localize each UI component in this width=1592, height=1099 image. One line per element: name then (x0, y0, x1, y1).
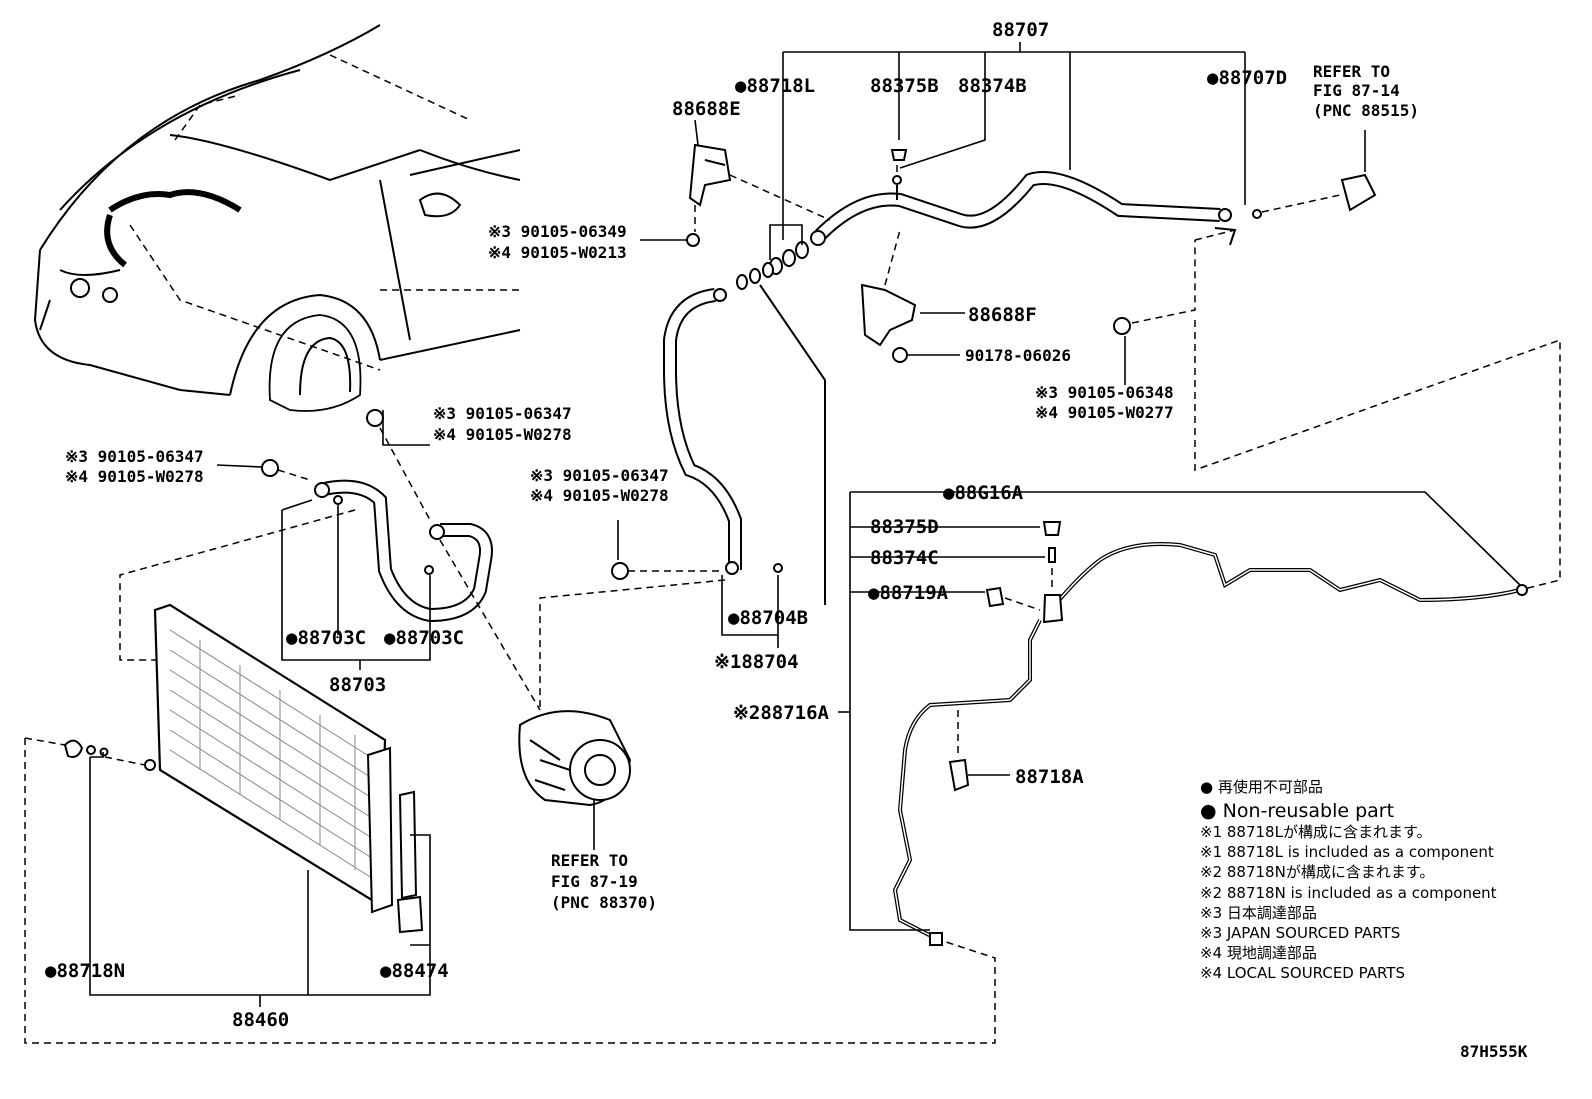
hose-88704 (539, 284, 826, 712)
label-88375B: 88375B (870, 75, 939, 97)
label-88707: 88707 (992, 19, 1049, 41)
label-88703C-a: ●88703C (286, 627, 366, 649)
label-88718L: ●88718L (735, 75, 815, 97)
part-labels: 88707 ●88718L 88375B 88374B ●88707D REFE… (45, 19, 1528, 1061)
label-bolt-90105-W0278-a: ※4 90105-W0278 (433, 425, 572, 444)
label-bolt-90105-W0213: ※4 90105-W0213 (488, 243, 627, 262)
refer-fig-87-14-line2: FIG 87-14 (1313, 81, 1400, 100)
leader-lines (89, 42, 1521, 1007)
refer-fig-87-19-line2: FIG 87-19 (551, 872, 638, 891)
label-88719A: ●88719A (868, 582, 949, 604)
legend-line: ※1 88718Lが構成に含まれます。 (1200, 823, 1431, 841)
label-bolt-90105-W0278-b: ※4 90105-W0278 (65, 467, 204, 486)
bracket-88688F (860, 165, 917, 363)
fittings-88718N (63, 739, 109, 758)
legend: ● 再使用不可部品 ● Non-reusable part ※1 88718Lが… (1200, 778, 1497, 982)
refer-fig-87-19-line3: (PNC 88370) (551, 893, 657, 912)
label-88374C: 88374C (870, 547, 939, 569)
bolt-right (1113, 229, 1236, 335)
refer-fig-87-19-line1: REFER TO (551, 851, 628, 870)
label-88688E: 88688E (672, 98, 741, 120)
pipe-88716A (892, 521, 1528, 946)
label-bolt-90105-06348: ※3 90105-06348 (1035, 383, 1174, 402)
label-88375D: 88375D (870, 516, 939, 538)
legend-line: ※3 JAPAN SOURCED PARTS (1200, 924, 1400, 942)
label-bolt-90105-06347-c: ※3 90105-06347 (530, 466, 669, 485)
o-rings-upper (736, 241, 809, 290)
label-88G16A: ●88G16A (943, 482, 1024, 504)
legend-line: ※2 88718N is included as a component (1200, 884, 1497, 902)
label-bolt-90105-W0277: ※4 90105-W0277 (1035, 403, 1174, 422)
label-bolt-90105-06347-a: ※3 90105-06347 (433, 404, 572, 423)
label-88718A: 88718A (1015, 766, 1084, 788)
label-88704: ※188704 (714, 651, 799, 673)
label-90178-06026: 90178-06026 (965, 346, 1071, 365)
label-bolt-90105-W0278-c: ※4 90105-W0278 (530, 486, 669, 505)
legend-line: ● Non-reusable part (1200, 800, 1394, 822)
label-88474: ●88474 (380, 960, 449, 982)
refer-fig-87-14-line1: REFER TO (1313, 62, 1390, 81)
refer-fig-87-14-line3: (PNC 88515) (1313, 101, 1419, 120)
label-bolt-90105-06349: ※3 90105-06349 (488, 222, 627, 241)
label-88703C-b: ●88703C (384, 627, 464, 649)
label-88688F: 88688F (968, 304, 1037, 326)
legend-line: ● 再使用不可部品 (1200, 778, 1323, 796)
label-bolt-90105-06347-b: ※3 90105-06347 (65, 447, 204, 466)
legend-line: ※2 88718Nが構成に含まれます。 (1200, 863, 1434, 881)
label-88460: 88460 (232, 1009, 289, 1031)
compressor (518, 710, 632, 807)
legend-line: ※1 88718L is included as a component (1200, 843, 1494, 861)
bracket-88688E (686, 143, 831, 247)
vehicle-illustration (33, 24, 521, 412)
label-88703: 88703 (329, 674, 386, 696)
condenser (104, 603, 424, 934)
label-88716A: ※288716A (733, 702, 830, 724)
legend-line: ※4 現地調達部品 (1200, 944, 1317, 962)
label-88707D: ●88707D (1207, 67, 1287, 89)
label-88718N: ●88718N (45, 960, 125, 982)
legend-line: ※4 LOCAL SOURCED PARTS (1200, 964, 1405, 982)
label-88704B: ●88704B (728, 607, 808, 629)
hose-88707 (810, 149, 1377, 246)
legend-line: ※3 日本調達部品 (1200, 904, 1317, 922)
figure-code: 87H555K (1460, 1042, 1528, 1061)
label-88374B: 88374B (958, 75, 1027, 97)
